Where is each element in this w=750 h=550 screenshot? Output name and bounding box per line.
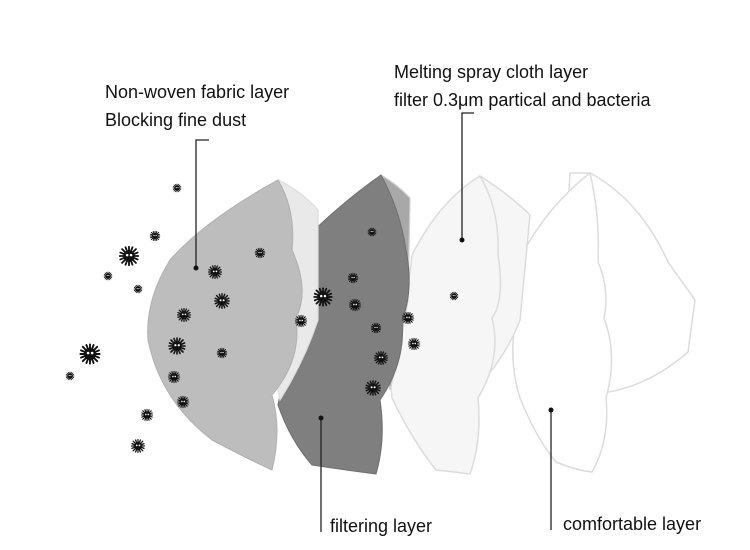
dust-particle-icon	[176, 307, 192, 323]
dust-particle-icon	[348, 298, 362, 312]
dust-particle-icon	[449, 291, 459, 301]
dust-particle-icon	[294, 314, 308, 328]
comfortable-layer	[512, 171, 696, 473]
label-filtering: filtering layer	[330, 516, 432, 536]
label-melt-blown-line2: filter 0.3μm partical and bacteria	[394, 90, 651, 110]
melt-blown-layer	[389, 174, 531, 475]
dust-particle-icon	[347, 272, 359, 284]
dust-particle-icon	[367, 227, 377, 237]
leader-non-woven-dot	[193, 265, 199, 271]
dust-particle-icon	[65, 371, 75, 381]
dust-particle-icon	[168, 337, 186, 355]
leader-filtering-dot	[318, 415, 324, 421]
label-melt-blown-line1: Melting spray cloth layer	[394, 62, 588, 82]
dust-particle-icon	[216, 347, 228, 359]
dust-particle-icon	[167, 370, 181, 384]
dust-particle-icon	[118, 245, 140, 267]
dust-particle-icon	[370, 322, 382, 334]
dust-particle-icon	[140, 408, 154, 422]
dust-particle-icon	[373, 350, 389, 366]
dust-particle-icon	[103, 271, 113, 281]
dust-particle-icon	[79, 343, 101, 365]
dust-particle-icon	[172, 183, 182, 193]
label-non-woven-line2: Blocking fine dust	[105, 110, 246, 130]
leader-non-woven	[195, 139, 209, 268]
dust-particle-icon	[207, 264, 223, 280]
leader-melt-blown	[461, 112, 474, 240]
dust-particle-icon	[149, 230, 161, 242]
dust-particle-icon	[407, 337, 421, 351]
dust-particle-icon	[313, 287, 333, 307]
non-woven-layer	[147, 179, 319, 471]
dust-particle-icon	[365, 380, 381, 396]
dust-particle-icon	[254, 247, 266, 259]
leader-lines	[193, 112, 554, 532]
label-non-woven-line1: Non-woven fabric layer	[105, 82, 289, 102]
dust-particle-icon	[176, 395, 190, 409]
labels: Non-woven fabric layer Blocking fine dus…	[105, 62, 701, 536]
dust-particle-icon	[401, 311, 415, 325]
leader-comfortable-dot	[548, 407, 554, 413]
non-woven-layer-panel	[147, 179, 303, 471]
leader-melt-blown-dot	[459, 237, 465, 243]
dust-particle-icon	[130, 438, 146, 454]
dust-particle-icon	[133, 284, 143, 294]
dust-particle-icon	[214, 293, 230, 309]
label-comfortable: comfortable layer	[563, 514, 701, 534]
